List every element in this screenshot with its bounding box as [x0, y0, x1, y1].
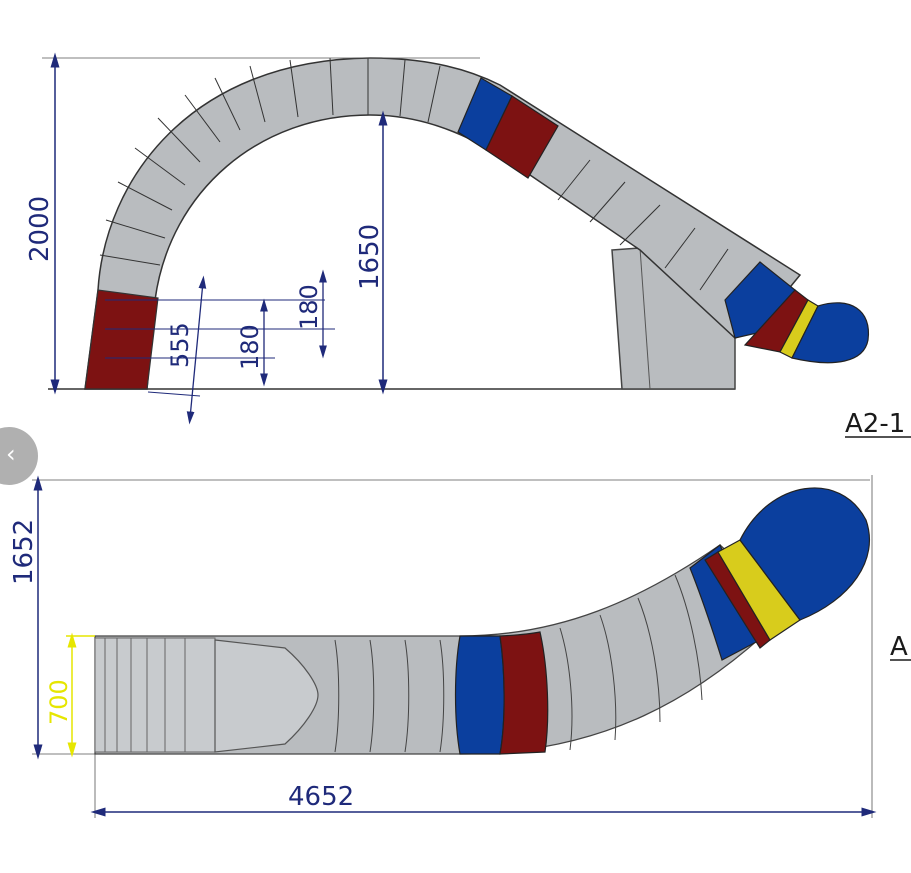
entry-band-red [84, 289, 159, 390]
outlet-cap-blue [791, 302, 870, 364]
dim-555-label: 555 [166, 322, 194, 368]
chute-band-red [485, 95, 559, 179]
dim-555-line [186, 275, 207, 425]
top-outlet-cap [739, 487, 871, 621]
top-view: 1652 700 4652 A [9, 475, 911, 818]
dim-1650-label: 1650 [355, 224, 385, 290]
outlet-band-blue [724, 261, 796, 339]
entry-steps [94, 637, 216, 753]
dim-4652-label: 4652 [288, 782, 354, 812]
dim-700-label: 700 [45, 679, 73, 725]
entry-nose [214, 639, 319, 753]
dim-2000-label: 2000 [25, 196, 55, 262]
top-band-red [499, 631, 549, 755]
top-outlet-blue [689, 544, 761, 661]
top-band-blue [454, 635, 505, 755]
view-label-side: A2-1 [845, 409, 905, 439]
arch-segments [99, 57, 729, 291]
dim-180b-label: 180 [295, 284, 323, 330]
side-view: 2000 1650 555 180 180 A2-1 [25, 52, 911, 439]
chevron-left-icon: ‹ [6, 440, 16, 468]
dim-1652-label: 1652 [9, 519, 39, 585]
tube-segments [334, 574, 703, 753]
dim-180a-label: 180 [236, 324, 264, 370]
support-edge [639, 247, 651, 390]
view-label-top: A [890, 632, 908, 662]
